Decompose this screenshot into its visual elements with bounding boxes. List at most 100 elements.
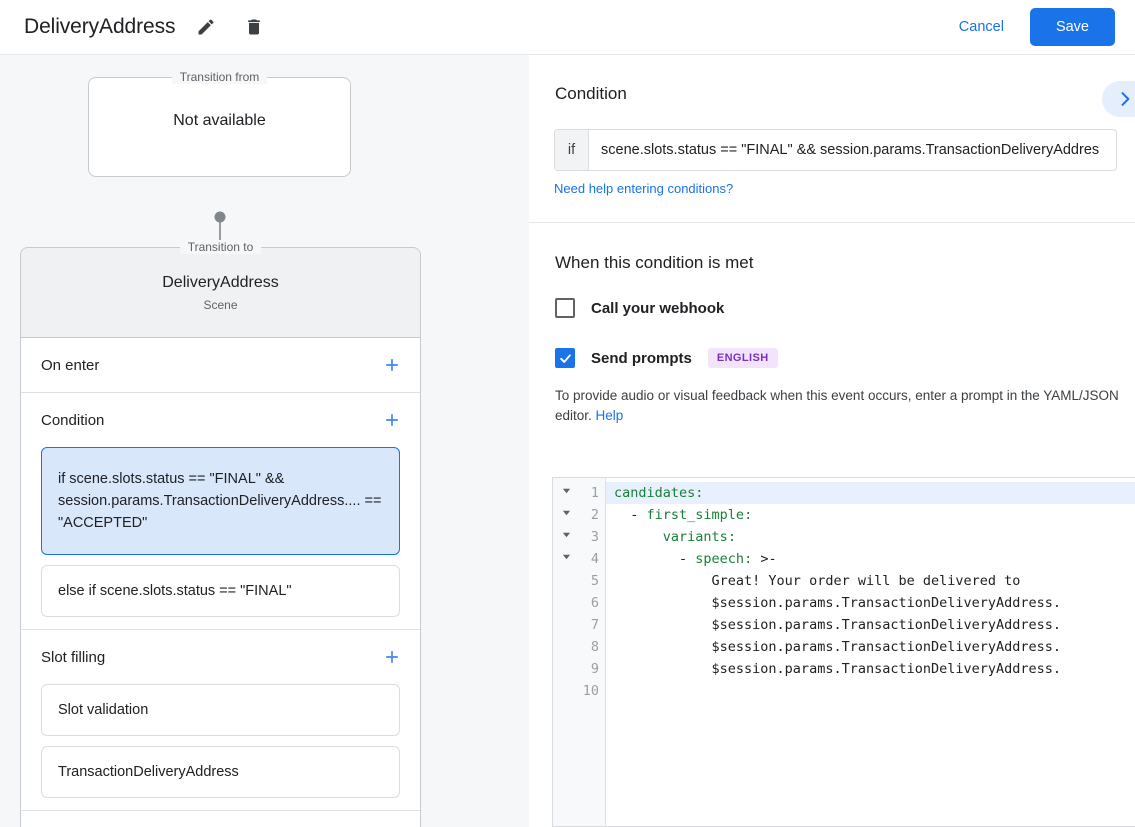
- code-line[interactable]: $session.params.TransactionDeliveryAddre…: [614, 617, 1062, 633]
- send-prompts-label: Send prompts: [591, 349, 692, 367]
- fold-spacer: [553, 658, 579, 680]
- save-button[interactable]: Save: [1029, 8, 1115, 46]
- transition-from-value: Not available: [173, 112, 266, 129]
- code-line[interactable]: [614, 680, 1135, 702]
- condition-detail-panel: Condition if Need help entering conditio…: [529, 55, 1135, 827]
- trash-icon: [248, 19, 261, 35]
- list-item[interactable]: Slot validation: [41, 684, 400, 736]
- send-prompts-row[interactable]: Send prompts ENGLISH: [555, 348, 778, 368]
- caret-down-icon: [562, 510, 570, 516]
- section-header: Custom intent handling: [21, 811, 420, 827]
- fold-spacer: [553, 636, 579, 658]
- scene-flow-panel: Transition from Not available Transition…: [0, 55, 529, 827]
- section-condition: Condition if scene.slots.status == "FINAL…: [21, 393, 420, 630]
- fold-spacer: [553, 614, 579, 636]
- list-item[interactable]: if scene.slots.status == "FINAL" && sess…: [41, 447, 400, 555]
- condition-input-wrapper[interactable]: if: [554, 129, 1117, 171]
- transition-from-legend: Transition from: [171, 70, 268, 84]
- section-title: On enter: [41, 356, 100, 374]
- page-title: DeliveryAddress: [24, 15, 176, 38]
- line-number: 1: [590, 485, 599, 501]
- prompts-help-link[interactable]: Help: [595, 408, 624, 423]
- caret-down-icon: [562, 532, 570, 538]
- yaml-code-editor[interactable]: 1 2 3 4 5 6 7 8 9 10 candidates: - first_simple: …: [552, 477, 1135, 827]
- delete-button[interactable]: [237, 10, 271, 44]
- add-item-button[interactable]: [378, 351, 406, 379]
- pencil-icon: [198, 19, 214, 35]
- line-number: 5: [590, 573, 599, 589]
- plus-icon: [386, 651, 398, 663]
- line-number: 9: [590, 661, 599, 677]
- transition-to-subtitle: Scene: [203, 298, 238, 312]
- code-line[interactable]: - first_simple:: [614, 507, 753, 523]
- fold-spacer: [553, 570, 579, 592]
- condition-section: Condition if Need help entering conditio…: [529, 55, 1135, 223]
- editor-fold-column: [553, 478, 579, 826]
- line-number: 10: [582, 683, 599, 699]
- line-number: 8: [590, 639, 599, 655]
- code-line[interactable]: $session.params.TransactionDeliveryAddre…: [614, 661, 1062, 677]
- fold-spacer: [553, 680, 579, 702]
- transition-from-card: Transition from Not available: [88, 70, 351, 177]
- condition-input[interactable]: [589, 130, 1116, 170]
- app-header: DeliveryAddress Cancel Save: [0, 0, 1135, 55]
- transition-to-name: DeliveryAddress: [162, 274, 279, 291]
- call-webhook-label: Call your webhook: [591, 299, 725, 317]
- transition-to-card: Transition to DeliveryAddress Scene: [20, 240, 421, 338]
- fold-toggle-icon[interactable]: [553, 482, 579, 504]
- condition-help-link[interactable]: Need help entering conditions?: [554, 181, 734, 196]
- edit-title-button[interactable]: [189, 10, 223, 44]
- code-line[interactable]: variants:: [662, 529, 736, 545]
- add-item-button[interactable]: [378, 643, 406, 671]
- call-webhook-checkbox[interactable]: [555, 298, 575, 318]
- code-line[interactable]: $session.params.TransactionDeliveryAddre…: [614, 639, 1062, 655]
- chevron-right-icon: [1121, 92, 1130, 106]
- editor-line-numbers: 1 2 3 4 5 6 7 8 9 10: [579, 478, 606, 826]
- fold-toggle-icon[interactable]: [553, 548, 579, 570]
- condition-if-prefix: if: [555, 130, 589, 170]
- section-header: Condition: [21, 393, 420, 447]
- line-number: 3: [590, 529, 599, 545]
- editor-code-content[interactable]: candidates: - first_simple: variants: - …: [606, 478, 1135, 826]
- language-badge: ENGLISH: [707, 348, 778, 368]
- code-line[interactable]: candidates:: [606, 482, 1135, 504]
- webhook-row[interactable]: Call your webhook: [555, 298, 724, 318]
- caret-down-icon: [562, 554, 570, 560]
- condition-heading: Condition: [555, 84, 627, 103]
- transition-to-legend: Transition to: [179, 240, 262, 254]
- fold-spacer: [553, 592, 579, 614]
- code-line[interactable]: $session.params.TransactionDeliveryAddre…: [614, 595, 1062, 611]
- section-title: Condition: [41, 411, 105, 429]
- section-header: On enter: [21, 338, 420, 392]
- plus-icon: [386, 359, 398, 371]
- prompts-description-text: To provide audio or visual feedback when…: [555, 388, 1119, 423]
- section-custom-intent-handling: Custom intent handling: [21, 811, 420, 827]
- line-number: 4: [590, 551, 599, 567]
- section-on-enter: On enter: [21, 338, 420, 393]
- line-number: 7: [590, 617, 599, 633]
- list-item[interactable]: else if scene.slots.status == "FINAL": [41, 565, 400, 617]
- header-actions: Cancel Save: [943, 8, 1115, 46]
- cancel-button[interactable]: Cancel: [943, 10, 1020, 44]
- expand-panel-button[interactable]: [1102, 81, 1135, 117]
- code-line[interactable]: - speech: >-: [614, 551, 777, 567]
- section-header: Slot filling: [21, 630, 420, 684]
- prompts-description: To provide audio or visual feedback when…: [555, 386, 1123, 426]
- when-met-heading: When this condition is met: [555, 253, 754, 272]
- list-item[interactable]: TransactionDeliveryAddress: [41, 746, 400, 798]
- fold-toggle-icon[interactable]: [553, 504, 579, 526]
- section-items: if scene.slots.status == "FINAL" && sess…: [21, 447, 420, 629]
- plus-icon: [386, 414, 398, 426]
- caret-down-icon: [562, 488, 570, 494]
- add-item-button[interactable]: [378, 406, 406, 434]
- code-line[interactable]: Great! Your order will be delivered to: [614, 573, 1021, 589]
- send-prompts-checkbox[interactable]: [555, 348, 575, 368]
- fold-toggle-icon[interactable]: [553, 526, 579, 548]
- line-number: 6: [590, 595, 599, 611]
- checkmark-icon: [559, 353, 571, 363]
- section-title: Slot filling: [41, 648, 106, 666]
- line-number: 2: [590, 507, 599, 523]
